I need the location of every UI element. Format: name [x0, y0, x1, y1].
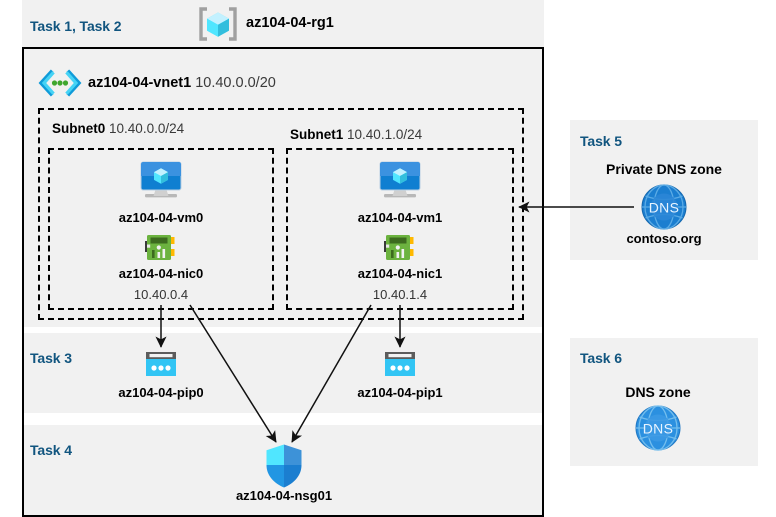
nic0-ip: 10.40.0.4 — [133, 287, 189, 302]
resource-group-cube-icon — [198, 6, 238, 42]
pip0-label: az104-04-pip0 — [118, 385, 204, 400]
task-label-6: Task 6 — [580, 350, 622, 366]
nic1-label: az104-04-nic1 — [357, 266, 443, 281]
public-dns-zone-title: DNS zone — [625, 384, 691, 400]
task-label-1-2: Task 1, Task 2 — [30, 18, 122, 34]
vm0-label: az104-04-vm0 — [118, 210, 204, 225]
vnet-panel-background — [24, 49, 542, 327]
nic0-label: az104-04-nic0 — [118, 266, 204, 281]
vnet-title: az104-04-vnet1 10.40.0.0/20 — [88, 75, 276, 91]
dns-icon-text: DNS — [643, 421, 673, 437]
network-interface-icon — [143, 232, 179, 264]
virtual-network-icon — [38, 69, 82, 97]
nsg-label: az104-04-nsg01 — [235, 488, 333, 503]
resource-group-name: az104-04-rg1 — [246, 15, 334, 31]
network-security-group-shield-icon — [263, 443, 305, 489]
task-label-5: Task 5 — [580, 133, 622, 149]
virtual-machine-icon — [375, 160, 425, 206]
public-ip-address-icon — [383, 350, 417, 380]
task-label-3: Task 3 — [30, 350, 72, 366]
pip1-label: az104-04-pip1 — [357, 385, 443, 400]
resource-group-header-panel — [22, 0, 544, 47]
nic1-ip: 10.40.1.4 — [372, 287, 428, 302]
vm1-label: az104-04-vm1 — [357, 210, 443, 225]
task-label-4: Task 4 — [30, 442, 72, 458]
dns-globe-icon: DNS — [636, 184, 692, 230]
vnet-name: az104-04-vnet1 — [88, 75, 192, 91]
network-interface-icon — [382, 232, 418, 264]
vnet-cidr: 10.40.0.0/20 — [195, 75, 276, 91]
subnet1-cidr: 10.40.1.0/24 — [347, 127, 423, 142]
subnet0-cidr: 10.40.0.0/24 — [109, 121, 185, 136]
public-ip-address-icon — [144, 350, 178, 380]
resource-group-outer-frame — [22, 47, 544, 517]
subnet0-label: Subnet0 10.40.0.0/24 — [52, 121, 184, 136]
private-dns-zone-name: contoso.org — [626, 231, 702, 246]
dns-icon-text: DNS — [649, 200, 679, 216]
subnet1-name: Subnet1 — [290, 127, 344, 142]
vnet-dashed-boundary — [38, 108, 524, 320]
subnet1-label: Subnet1 10.40.1.0/24 — [290, 127, 422, 142]
task3-panel — [24, 333, 542, 413]
dns-globe-icon: DNS — [630, 405, 686, 451]
private-dns-zone-title: Private DNS zone — [606, 161, 722, 177]
virtual-machine-icon — [136, 160, 186, 206]
subnet0-name: Subnet0 — [52, 121, 106, 136]
